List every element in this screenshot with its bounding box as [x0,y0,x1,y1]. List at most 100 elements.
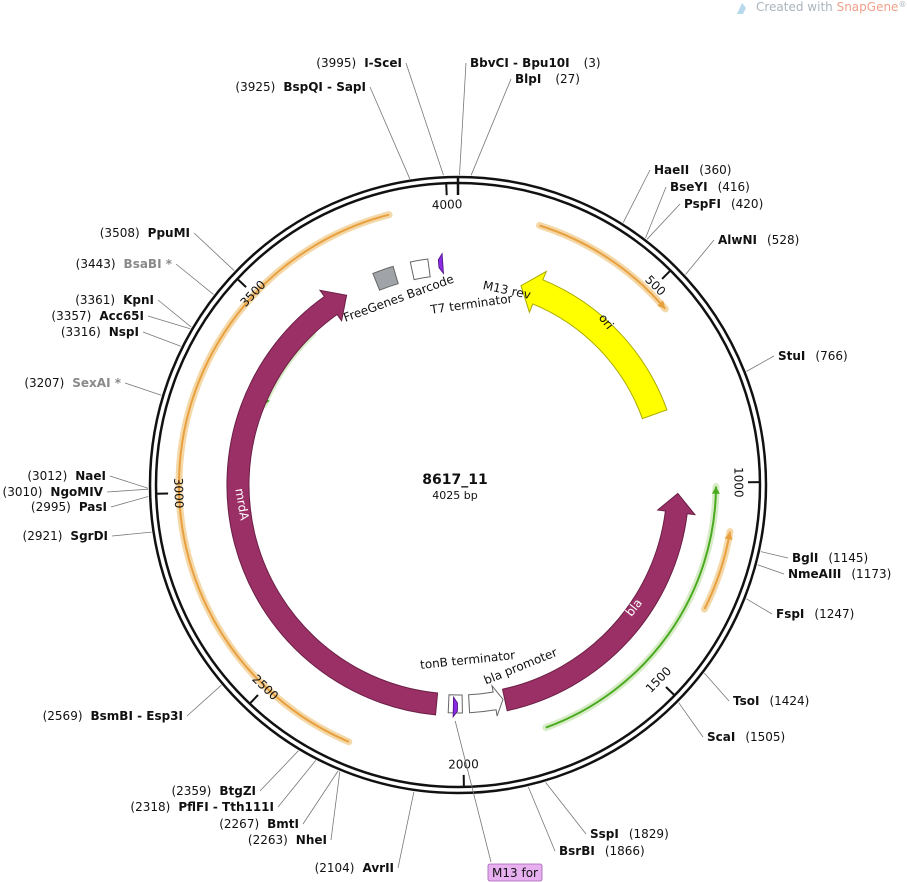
site-label[interactable]: (3207)SexAI * [24,376,121,390]
site-naei[interactable]: (3012)NaeI [27,469,149,489]
feature-shape[interactable] [501,492,697,712]
tick-500: 500 [642,269,672,299]
site-label[interactable]: (3012)NaeI [27,469,106,483]
watermark: Created with SnapGene® [737,0,906,14]
tick-2000: 2000 [448,757,479,787]
feature-ori[interactable] [520,270,668,420]
site-label[interactable]: (3925)BspQI - SapI [235,80,366,94]
site-bsmbi[interactable]: (2569)BsmBI - Esp3I [43,684,222,723]
primer-shape[interactable] [452,695,458,719]
site-alwni[interactable]: AlwNI(528) [685,233,800,275]
site-label[interactable]: FspI(1247) [776,607,854,621]
site-position: (27) [555,72,580,86]
site-name: AvrII [362,861,394,875]
feature-freegenes-barcode[interactable] [372,265,399,291]
site-label[interactable]: HaeII(360) [654,163,732,177]
site-label[interactable]: (3443)BsaBI * [76,257,173,271]
site-bbvci[interactable]: BbvCI - Bpu10I(3) [459,56,601,176]
site-label[interactable]: PspFI(420) [684,197,763,211]
site-haeii[interactable]: HaeII(360) [622,163,732,223]
feature-shape[interactable] [468,683,504,717]
site-label[interactable]: BglI(1145) [792,551,868,565]
site-leader [685,239,715,275]
site-nhei[interactable]: (2263)NheI [248,771,341,847]
site-label[interactable]: (3316)NspI [61,325,139,339]
site-position: (528) [767,233,799,247]
site-label[interactable]: BbvCI - Bpu10I(3) [470,56,601,70]
site-label[interactable]: NmeAIII(1173) [788,567,891,581]
site-bseyi[interactable]: BseYI(416) [645,180,750,239]
feature-t7-terminator[interactable] [409,258,431,281]
site-nmeaiii[interactable]: NmeAIII(1173) [757,564,892,581]
site-label[interactable]: (3010)NgoMIV [3,485,104,499]
site-label[interactable]: BseYI(416) [670,180,750,194]
site-sexai[interactable]: (3207)SexAI * [24,376,162,396]
site-position: (2995) [31,500,71,514]
site-name: PasI [79,500,107,514]
site-position: (1145) [828,551,868,565]
site-scai[interactable]: ScaI(1505) [678,702,786,744]
site-label[interactable]: (3361)KpnI [75,293,154,307]
site-btgzi[interactable]: (2359)BtgZI [171,750,299,798]
site-label[interactable]: BsrBI(1866) [559,844,645,858]
site-leader [106,488,149,493]
primer-m13-for[interactable] [452,695,458,719]
site-leader [405,62,444,176]
site-ngomiv[interactable]: (3010)NgoMIV [3,485,149,499]
site-sspi[interactable]: SspI(1829) [545,782,669,841]
site-label[interactable]: (2104)AvrII [315,861,394,875]
site-bspqi[interactable]: (3925)BspQI - SapI [235,80,411,179]
primer-m13-rev[interactable] [437,252,444,275]
site-bmti[interactable]: (2267)BmtI [219,770,339,831]
site-ppumi[interactable]: (3508)PpuMI [100,226,235,271]
site-fspi[interactable]: FspI(1247) [746,598,854,621]
site-label[interactable]: ScaI(1505) [707,730,785,744]
site-label[interactable]: (2318)PflFI - Tth111I [130,800,274,814]
site-i-scei[interactable]: (3995)I-SceI [316,56,444,176]
site-tsoi[interactable]: TsoI(1424) [704,672,809,708]
site-label[interactable]: SspI(1829) [590,827,669,841]
site-leader [646,203,681,240]
orf-line [545,486,717,729]
site-pasi[interactable]: (2995) PasI [31,496,149,515]
site-kpni[interactable]: (3361)KpnI [75,293,192,328]
feature-bla[interactable] [501,492,697,712]
site-bsabi[interactable]: (3443)BsaBI * [76,257,214,295]
site-pflfi[interactable]: (2318)PflFI - Tth111I [130,760,317,814]
feature-shape[interactable] [409,258,431,281]
site-label[interactable]: StuI(766) [778,349,848,363]
site-leader [259,750,299,792]
feature-shape[interactable] [226,289,439,716]
site-name: PpuMI [148,226,190,240]
site-nspi[interactable]: (3316)NspI [61,325,181,347]
feature-shape[interactable] [520,270,668,420]
site-label[interactable]: BlpI(27) [515,72,580,86]
site-sgrdi[interactable]: (2921)SgrDI [23,529,152,543]
site-bgli[interactable]: BglI(1145) [760,551,868,565]
site-avrii[interactable]: (2104)AvrII [315,791,415,875]
feature-bla-promoter[interactable] [468,683,504,717]
site-label[interactable]: (2359)BtgZI [171,784,256,798]
site-pspfi[interactable]: PspFI(420) [646,197,763,240]
primer-badge-bg[interactable] [487,863,543,882]
primer-shape[interactable] [437,252,444,275]
site-label[interactable]: (2569)BsmBI - Esp3I [43,709,183,723]
site-acc65i[interactable]: (3357)Acc65I [51,309,191,330]
site-stui[interactable]: StuI(766) [746,349,848,372]
site-label[interactable]: (3508)PpuMI [100,226,190,240]
feature-shape[interactable] [372,265,399,291]
feature-mrda[interactable] [226,289,439,716]
site-leader [369,86,411,179]
primer-badge-m13-for[interactable]: M13 for [487,863,543,882]
site-label[interactable]: (3357)Acc65I [51,309,144,323]
site-blpi[interactable]: BlpI(27) [470,72,580,176]
site-label[interactable]: (3995)I-SceI [316,56,402,70]
site-label[interactable]: TsoI(1424) [733,694,809,708]
site-label[interactable]: (2995) PasI [31,500,107,514]
site-label[interactable]: (2267)BmtI [219,817,299,831]
site-label[interactable]: (2263)NheI [248,833,327,847]
site-bsrbi[interactable]: BsrBI(1866) [527,786,645,858]
site-label[interactable]: AlwNI(528) [718,233,799,247]
site-label[interactable]: (2921)SgrDI [23,529,108,543]
